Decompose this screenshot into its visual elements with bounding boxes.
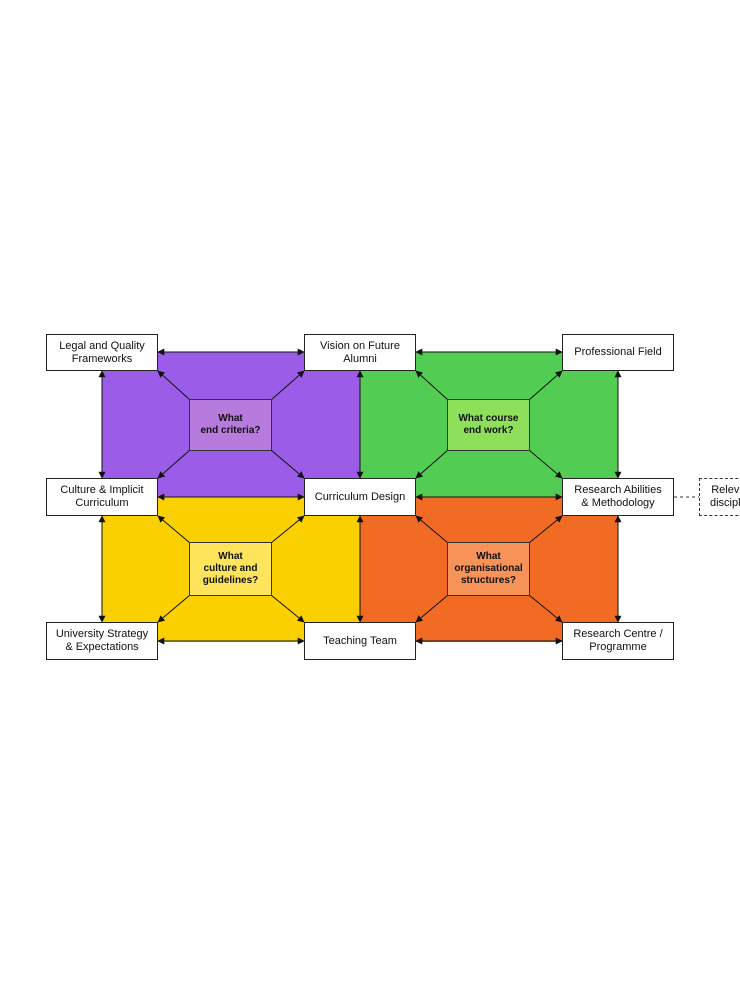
diag-green-br	[528, 449, 563, 479]
diag-orange-bl	[415, 594, 449, 623]
node-relevant-discipline: Relev discipl	[699, 478, 740, 516]
diag-yellow-tl	[157, 515, 191, 544]
diag-yellow-bl	[157, 594, 191, 623]
question-org-structures: What organisational structures?	[447, 542, 530, 596]
diag-green-tl	[415, 370, 449, 401]
diag-purple-tr	[270, 370, 305, 401]
node-vision-future-alumni: Vision on Future Alumni	[304, 334, 416, 371]
question-course-work: What course end work?	[447, 399, 530, 451]
question-end-criteria: What end criteria?	[189, 399, 272, 451]
diag-purple-br	[270, 449, 305, 479]
node-teaching-team: Teaching Team	[304, 622, 416, 660]
node-research-abilities-methodology: Research Abilities & Methodology	[562, 478, 674, 516]
diag-orange-br	[528, 594, 563, 623]
diag-orange-tl	[415, 515, 449, 544]
diag-green-bl	[415, 449, 449, 479]
node-culture-implicit-curriculum: Culture & Implicit Curriculum	[46, 478, 158, 516]
diag-yellow-tr	[270, 515, 305, 544]
node-research-centre-programme: Research Centre / Programme	[562, 622, 674, 660]
diag-purple-tl	[157, 370, 191, 401]
diag-purple-bl	[157, 449, 191, 479]
node-curriculum-design: Curriculum Design	[304, 478, 416, 516]
node-legal-quality-frameworks: Legal and Quality Frameworks	[46, 334, 158, 371]
diag-orange-tr	[528, 515, 563, 544]
question-culture-guidelines: What culture and guidelines?	[189, 542, 272, 596]
diag-green-tr	[528, 370, 563, 401]
diag-yellow-br	[270, 594, 305, 623]
node-university-strategy-expectations: University Strategy & Expectations	[46, 622, 158, 660]
node-professional-field: Professional Field	[562, 334, 674, 371]
